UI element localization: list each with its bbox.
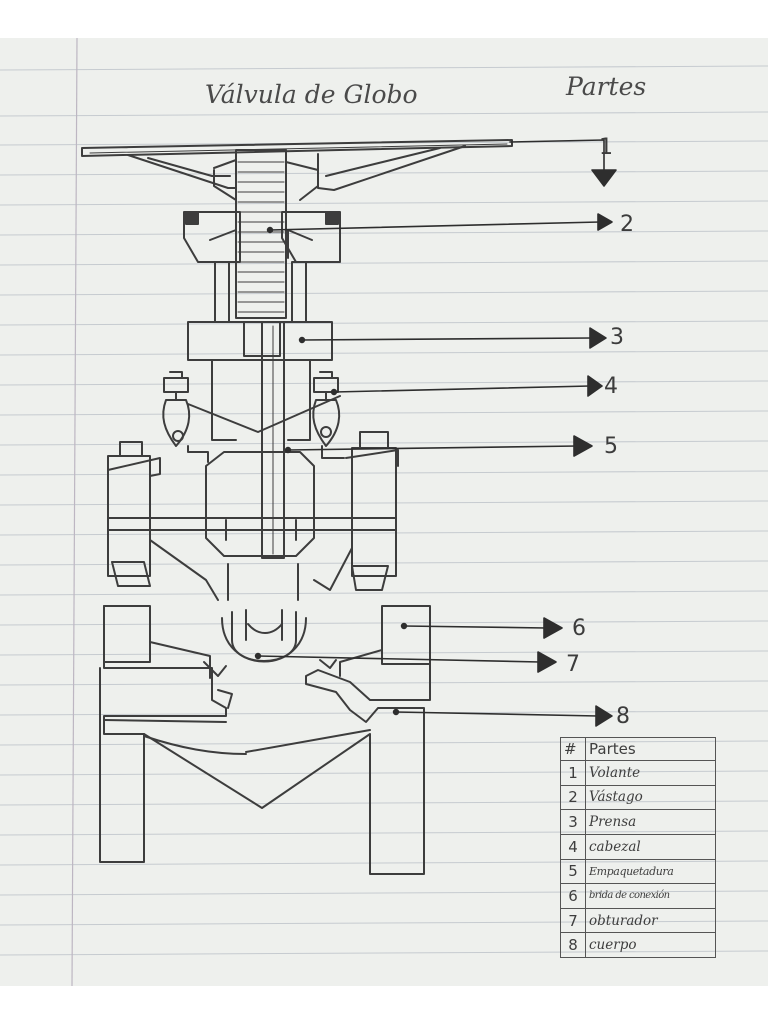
parts-heading: Partes <box>566 72 647 101</box>
packing-part <box>107 431 399 601</box>
body-part <box>99 605 431 875</box>
row-number: 8 <box>560 932 586 958</box>
row-part-name: Vástago <box>585 784 716 811</box>
arrow-4-head <box>587 375 603 397</box>
callout-number-4: 4 <box>604 374 618 399</box>
arrow-6 <box>403 625 547 629</box>
callout-arrows <box>254 139 617 727</box>
arrow-5-head <box>573 435 593 457</box>
row-number: 2 <box>560 784 586 811</box>
row-part-name: cabezal <box>585 833 716 860</box>
diagram-title: Válvula de Globo <box>205 80 418 109</box>
row-part-name: Volante <box>585 760 716 786</box>
arrow-2-head <box>597 213 613 231</box>
header-number: # <box>560 737 586 761</box>
row-part-name: Empaquetadura <box>585 858 716 885</box>
callout-number-6: 6 <box>572 616 586 641</box>
row-number: 3 <box>560 809 586 835</box>
row-part-name: cuerpo <box>585 932 716 958</box>
arrow-8-head <box>595 705 613 727</box>
arrow-7-head <box>537 651 557 673</box>
callout-number-5: 5 <box>604 434 618 459</box>
arrow-1 <box>509 139 605 183</box>
bonnet-part <box>162 371 345 463</box>
callout-number-1: 1 <box>599 135 613 160</box>
row-part-name: brida de conexión <box>585 883 716 909</box>
arrow-8 <box>395 711 599 717</box>
arrow-1-head <box>591 169 617 187</box>
arrow-7 <box>257 655 541 663</box>
gland-part <box>187 321 333 441</box>
row-number: 5 <box>560 858 586 885</box>
row-number: 4 <box>560 833 586 860</box>
arrow-2 <box>269 221 601 231</box>
callout-number-8: 8 <box>616 704 630 729</box>
arrow-3 <box>301 337 593 341</box>
row-number: 6 <box>560 883 586 909</box>
header-parts: Partes <box>585 737 716 761</box>
callout-number-3: 3 <box>610 325 624 350</box>
row-number: 1 <box>560 760 586 786</box>
callout-number-2: 2 <box>620 212 634 237</box>
row-number: 7 <box>560 907 586 934</box>
arrow-5 <box>287 445 579 451</box>
arrow-3-head <box>589 327 607 349</box>
arrow-6-head <box>543 617 563 639</box>
parts-table-header: # Partes <box>560 737 716 761</box>
callout-number-7: 7 <box>566 652 580 677</box>
margin-line <box>71 37 78 987</box>
obturator-part <box>203 609 337 677</box>
row-part-name: obturador <box>585 907 716 934</box>
arrow-4 <box>333 385 591 393</box>
row-part-name: Prensa <box>585 809 716 835</box>
